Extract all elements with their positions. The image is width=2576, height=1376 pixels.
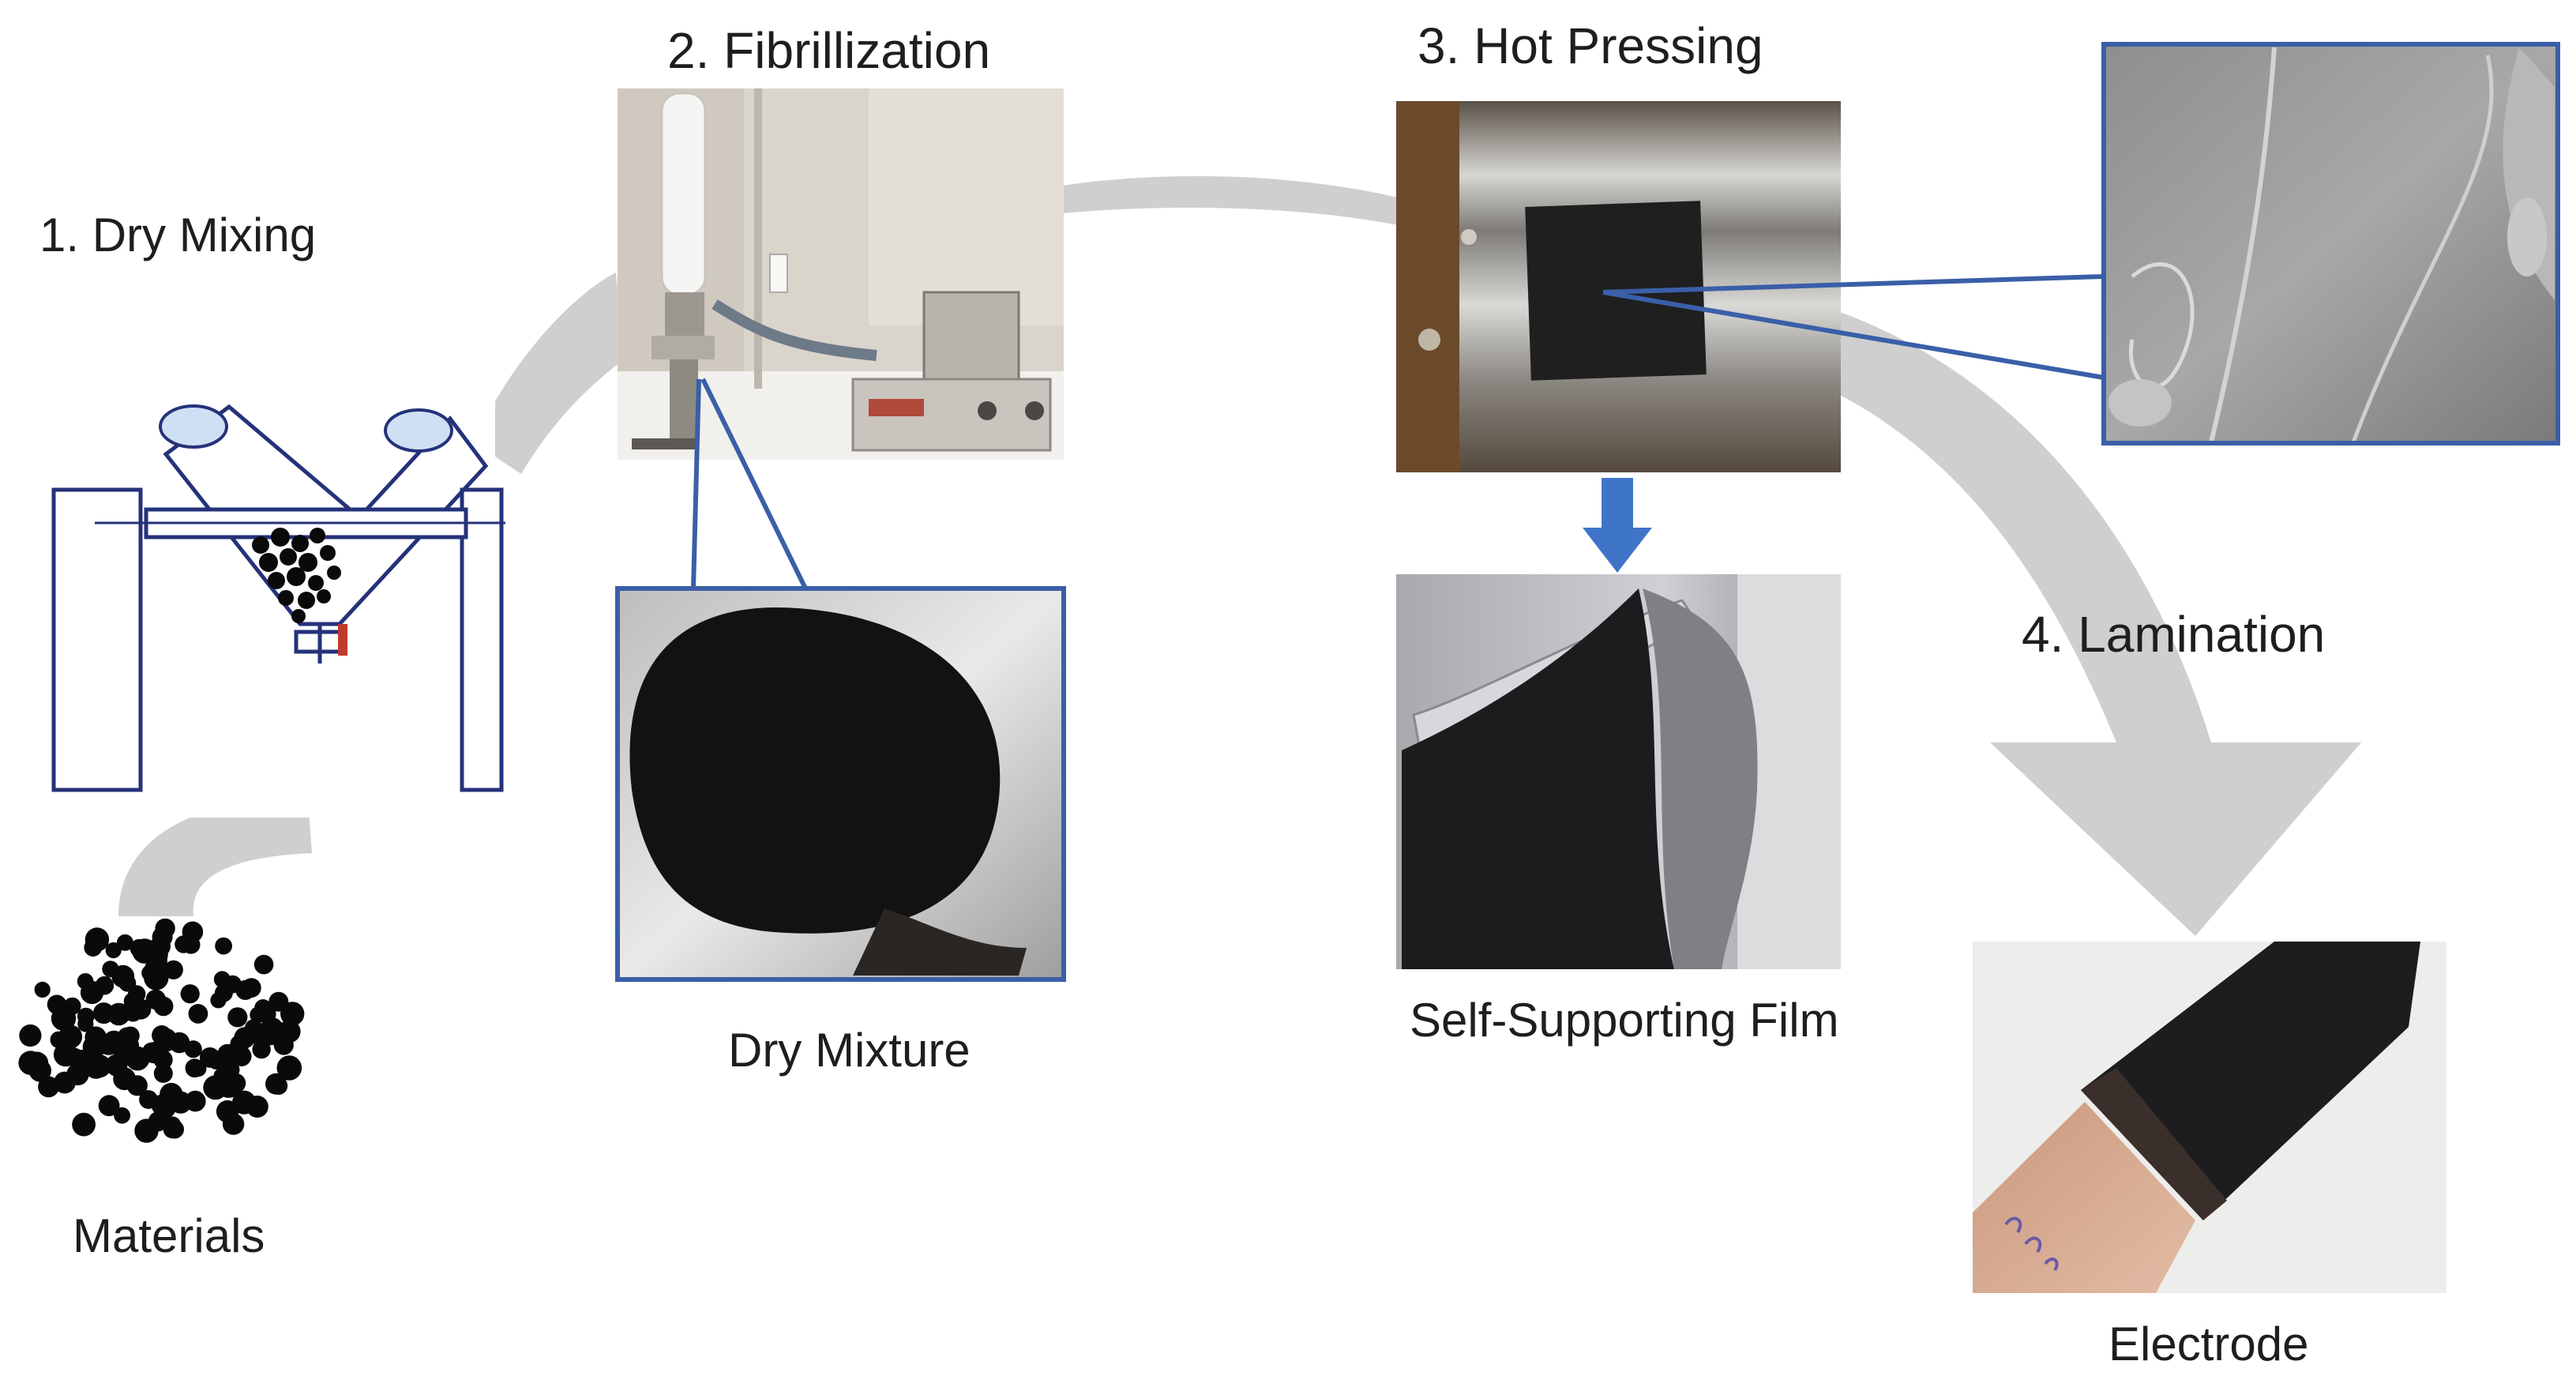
blender-left-stand [51, 487, 143, 792]
particle-dot [66, 1062, 89, 1086]
blender-right-stand [460, 487, 504, 792]
dry-mixture-photo [615, 586, 1066, 982]
particle-dot [232, 1090, 257, 1115]
step-2-label: 2. Fibrillization [667, 22, 990, 79]
particle-dot [51, 1006, 77, 1032]
particle-dot [152, 1025, 172, 1046]
particle-dot [28, 1051, 46, 1069]
particle-dot [147, 944, 168, 965]
particle-dot [168, 1095, 185, 1111]
particle-dot [114, 1107, 131, 1124]
step-3-label: 3. Hot Pressing [1418, 17, 1763, 74]
particle-dot [273, 1035, 294, 1055]
particle-dot [105, 942, 122, 959]
particle-dot [213, 1067, 231, 1085]
dry-mixture-caption: Dry Mixture [728, 1024, 971, 1077]
particle-dot [128, 985, 146, 1003]
arrow-mixer-to-fibrillization [474, 273, 624, 474]
particle-dot [215, 937, 232, 955]
particle-dot [84, 927, 110, 952]
particle-dot [148, 1111, 168, 1132]
particle-dot [214, 983, 233, 1002]
particle-dot [155, 918, 175, 939]
particle-dot [227, 1007, 248, 1028]
particle-dot [139, 1090, 158, 1109]
particle-dot [222, 1113, 245, 1135]
particle-dot [84, 1055, 108, 1079]
particle-dot [59, 1025, 81, 1047]
particle-dot [153, 996, 174, 1017]
blender-right-lid [384, 408, 453, 453]
v-blender-diagram [49, 383, 505, 818]
particle-dot [77, 973, 94, 990]
particle-dot [269, 1077, 288, 1095]
particle-dot [153, 1063, 173, 1083]
arrow-materials-to-mixer [118, 798, 312, 916]
particle-dot [95, 976, 115, 995]
sem-image [2101, 42, 2560, 446]
particle-dot [34, 981, 51, 998]
step-4-label: 4. Lamination [2022, 606, 2325, 663]
blender-left-lid [159, 404, 228, 449]
particle-dot [92, 1002, 115, 1024]
particle-dot [98, 1095, 120, 1117]
particle-dot [175, 935, 193, 953]
dry-mixture-callout [691, 378, 808, 590]
particle-dot [126, 1075, 148, 1096]
particle-dot [188, 1004, 208, 1024]
particle-dot [276, 1055, 302, 1081]
particle-dot [153, 1050, 173, 1070]
particle-dot [114, 1033, 140, 1058]
particle-dot [142, 1042, 160, 1059]
mill-control-box [922, 291, 1020, 385]
particle-dot [184, 1040, 202, 1058]
particle-dot [180, 984, 200, 1004]
particle-dot [185, 1058, 205, 1078]
particle-dot [141, 964, 158, 982]
blender-contents [252, 528, 341, 623]
particle-dot [163, 960, 183, 979]
particle-dot [217, 1043, 238, 1065]
blender-vessel [163, 404, 489, 626]
particle-dot [213, 971, 231, 988]
step-1-label: 1. Dry Mixing [39, 209, 316, 261]
process-flow-arrows [118, 176, 2361, 936]
particle-dot [253, 954, 274, 975]
particle-dot [19, 1024, 42, 1047]
particle-dot [53, 1042, 78, 1067]
particle-dot [268, 991, 289, 1012]
materials-caption: Materials [73, 1209, 265, 1262]
copper-foil [1973, 1102, 2195, 1293]
fibrillization-photo [618, 88, 1064, 460]
film-caption: Self-Supporting Film [1410, 994, 1839, 1047]
down-arrow-icon [1583, 478, 1652, 573]
particle-dot [241, 978, 261, 998]
particle-dot [116, 934, 133, 951]
particle-dot [77, 1016, 94, 1032]
particle-dot [82, 1035, 107, 1059]
self-supporting-film-photo [1396, 574, 1841, 969]
sem-callout [1602, 274, 2105, 380]
electrode-photo [1973, 942, 2446, 1293]
particle-dot [165, 1119, 184, 1139]
particle-dot [254, 999, 272, 1017]
materials-particles [18, 918, 305, 1143]
particle-dot [38, 1076, 59, 1098]
mill-filter-sock [660, 92, 707, 296]
arrow-fibrillization-to-hotpress [1062, 176, 1398, 225]
particle-dot [111, 964, 135, 988]
particle-dot [72, 1112, 96, 1137]
arrow-hotpress-to-lamination [1840, 312, 2361, 936]
electrode-caption: Electrode [2108, 1318, 2308, 1370]
